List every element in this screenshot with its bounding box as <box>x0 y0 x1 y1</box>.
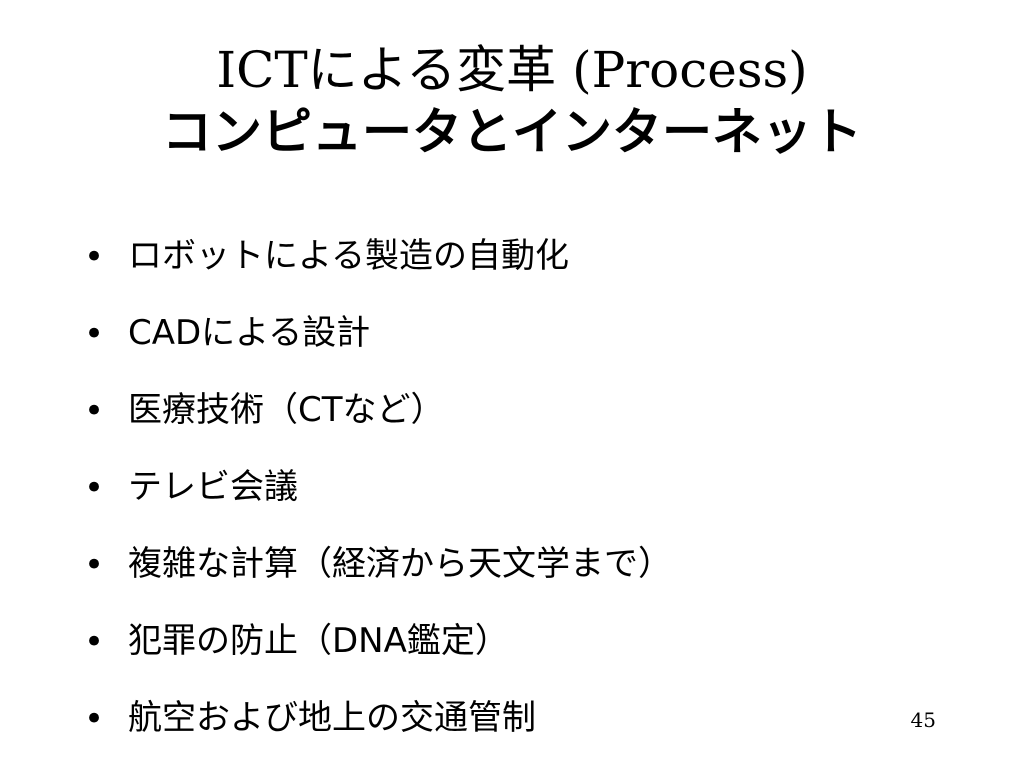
bullet-item-cad-design: • CADによる設計 <box>84 295 964 372</box>
bullet-dot-icon: • <box>84 390 105 431</box>
title-line-1: ICTによる変革 (Process) <box>216 41 808 99</box>
bullet-item-complex-calculation: • 複雑な計算（経済から天文学まで） <box>84 526 964 603</box>
bullet-text: 航空および地上の交通管制 <box>128 697 536 738</box>
bullet-item-robot-manufacturing: • ロボットによる製造の自動化 <box>84 218 964 295</box>
bullet-text: 犯罪の防止（DNA鑑定） <box>128 620 509 661</box>
bullet-list: • ロボットによる製造の自動化 • CADによる設計 • 医療技術（CTなど） … <box>84 218 964 757</box>
bullet-item-video-conference: • テレビ会議 <box>84 449 964 526</box>
bullet-dot-icon: • <box>84 544 105 585</box>
bullet-text: 医療技術（CTなど） <box>128 389 445 430</box>
bullet-text: CADによる設計 <box>128 312 371 353</box>
bullet-dot-icon: • <box>84 467 105 508</box>
page-number: 45 <box>910 708 936 732</box>
title-line-2: コンピュータとインターネット <box>162 103 862 161</box>
bullet-item-medical-technology: • 医療技術（CTなど） <box>84 372 964 449</box>
bullet-item-crime-prevention: • 犯罪の防止（DNA鑑定） <box>84 603 964 680</box>
slide-title: ICTによる変革 (Process) コンピュータとインターネット <box>0 40 1024 162</box>
bullet-text: テレビ会議 <box>128 466 298 507</box>
bullet-dot-icon: • <box>84 236 105 277</box>
bullet-dot-icon: • <box>84 621 105 662</box>
bullet-dot-icon: • <box>84 313 105 354</box>
bullet-item-traffic-control: • 航空および地上の交通管制 <box>84 680 964 757</box>
bullet-dot-icon: • <box>84 698 105 739</box>
bullet-text: ロボットによる製造の自動化 <box>128 235 569 276</box>
bullet-text: 複雑な計算（経済から天文学まで） <box>128 543 672 584</box>
